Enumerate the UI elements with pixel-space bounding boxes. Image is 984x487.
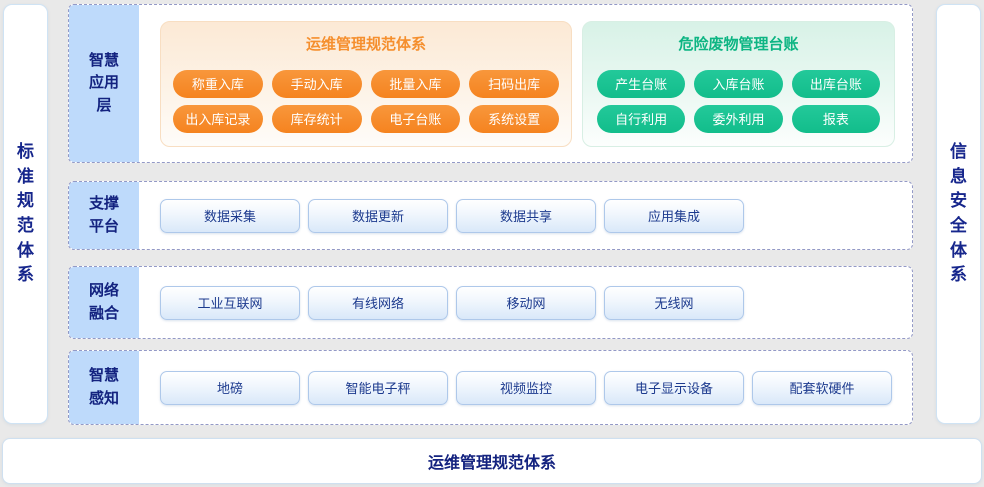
layer-network-convergence-label: 网络融合 xyxy=(88,282,119,322)
button-outbound-ledger[interactable]: 出库台账 xyxy=(791,69,880,98)
button-weigh-inbound[interactable]: 称重入库 xyxy=(173,69,263,98)
hazardous-waste-panel: 危险废物管理台账 产生台账 入库台账 出库台账 自行利用 委外利用 报表 xyxy=(582,20,895,147)
button-reports[interactable]: 报表 xyxy=(791,104,880,133)
button-data-update[interactable]: 数据更新 xyxy=(308,198,448,233)
button-industrial-internet[interactable]: 工业互联网 xyxy=(160,285,300,320)
information-security-pillar: 信息安全体系 xyxy=(936,4,981,424)
button-data-sharing[interactable]: 数据共享 xyxy=(456,198,596,233)
button-supporting-hw-sw[interactable]: 配套软硬件 xyxy=(752,370,892,405)
standards-system-label: 标准规范体系 xyxy=(16,142,34,285)
layer-smart-application: 智慧应用层 运维管理规范体系 称重入库 手动入库 批量入库 扫码出库 出入库记录… xyxy=(68,4,913,163)
button-app-integration[interactable]: 应用集成 xyxy=(604,198,744,233)
layer-smart-sensing: 智慧感知 地磅 智能电子秤 视频监控 电子显示设备 配套软硬件 xyxy=(68,350,913,425)
button-batch-inbound[interactable]: 批量入库 xyxy=(370,69,461,98)
layer-smart-sensing-labelbox: 智慧感知 xyxy=(69,351,139,424)
standards-system-pillar: 标准规范体系 xyxy=(3,4,48,424)
button-self-utilization[interactable]: 自行利用 xyxy=(597,104,686,133)
layer-support-platform-labelbox: 支撑平台 xyxy=(69,182,139,249)
button-wireless-network[interactable]: 无线网 xyxy=(604,285,744,320)
layer-smart-application-content: 运维管理规范体系 称重入库 手动入库 批量入库 扫码出库 出入库记录 库存统计 … xyxy=(139,5,912,162)
button-outsourced-use[interactable]: 委外利用 xyxy=(694,104,783,133)
layer-support-platform-label: 支撑平台 xyxy=(88,195,119,235)
layer-network-convergence-content: 工业互联网 有线网络 移动网 无线网 xyxy=(139,267,912,338)
layers-stack: 智慧应用层 运维管理规范体系 称重入库 手动入库 批量入库 扫码出库 出入库记录… xyxy=(68,4,913,425)
button-generation-ledger[interactable]: 产生台账 xyxy=(597,69,686,98)
hazardous-waste-panel-title: 危险废物管理台账 xyxy=(678,35,799,53)
layer-support-platform: 支撑平台 数据采集 数据更新 数据共享 应用集成 xyxy=(68,181,913,250)
layer-smart-sensing-label: 智慧感知 xyxy=(88,367,119,407)
button-display-devices[interactable]: 电子显示设备 xyxy=(604,370,744,405)
button-scan-outbound[interactable]: 扫码出库 xyxy=(469,69,559,98)
layer-network-convergence: 网络融合 工业互联网 有线网络 移动网 无线网 xyxy=(68,266,913,339)
button-data-collection[interactable]: 数据采集 xyxy=(160,198,300,233)
button-smart-scale[interactable]: 智能电子秤 xyxy=(308,370,448,405)
button-mobile-network[interactable]: 移动网 xyxy=(456,285,596,320)
layer-smart-application-labelbox: 智慧应用层 xyxy=(69,5,139,162)
button-inbound-ledger[interactable]: 入库台账 xyxy=(694,69,783,98)
ops-management-buttons: 称重入库 手动入库 批量入库 扫码出库 出入库记录 库存统计 电子台账 系统设置 xyxy=(161,69,571,133)
button-video-surveillance[interactable]: 视频监控 xyxy=(456,370,596,405)
information-security-label: 信息安全体系 xyxy=(949,142,967,285)
button-weighbridge[interactable]: 地磅 xyxy=(160,370,300,405)
footer-ops-management-label: 运维管理规范体系 xyxy=(427,455,556,472)
hazardous-waste-buttons: 产生台账 入库台账 出库台账 自行利用 委外利用 报表 xyxy=(583,69,894,133)
button-inout-records[interactable]: 出入库记录 xyxy=(173,104,263,133)
layer-smart-sensing-content: 地磅 智能电子秤 视频监控 电子显示设备 配套软硬件 xyxy=(139,351,912,424)
button-manual-inbound[interactable]: 手动入库 xyxy=(271,69,362,98)
layer-support-platform-content: 数据采集 数据更新 数据共享 应用集成 xyxy=(139,182,912,249)
layer-smart-application-label: 智慧应用层 xyxy=(88,51,119,114)
layer-network-convergence-labelbox: 网络融合 xyxy=(69,267,139,338)
button-eledger[interactable]: 电子台账 xyxy=(370,104,461,133)
button-stock-statistics[interactable]: 库存统计 xyxy=(271,104,362,133)
button-system-settings[interactable]: 系统设置 xyxy=(469,104,559,133)
ops-management-panel: 运维管理规范体系 称重入库 手动入库 批量入库 扫码出库 出入库记录 库存统计 … xyxy=(160,20,572,147)
ops-management-panel-title: 运维管理规范体系 xyxy=(305,35,426,53)
footer-ops-management-bar: 运维管理规范体系 xyxy=(2,438,982,484)
button-wired-network[interactable]: 有线网络 xyxy=(308,285,448,320)
